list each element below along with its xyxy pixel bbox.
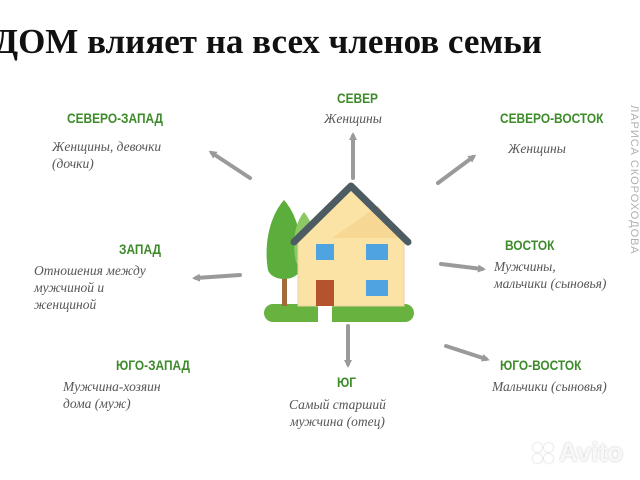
side-credit: ЛАРИСА СКОРОХОДОВА [628,105,640,255]
watermark-text: Avito [559,437,624,467]
avito-logo [533,442,555,463]
text-west: Отношения между мужчиной и женщиной [34,263,146,312]
avito-watermark: Avito [533,437,623,468]
label-southwest: ЮГО-ЗАПАД [116,357,191,373]
text-north: Женщины [324,111,382,126]
arrow-northwest [208,150,252,180]
window [366,280,388,296]
text-northeast: Женщины [508,141,566,156]
label-south: ЮГ [337,374,357,390]
label-north: СЕВЕР [337,90,378,106]
window [316,244,334,260]
house-wall [297,237,405,307]
page-title: ДОМ влияет на всех членов семьи [0,22,542,61]
grass [264,304,414,322]
roof [290,182,412,246]
arrow-northeast [436,154,477,185]
arrow-southeast [444,344,490,362]
door [316,280,334,306]
window [366,244,388,260]
label-east: ВОСТОК [505,237,555,253]
arrow-east [439,262,486,273]
label-southeast: ЮГО-ВОСТОК [500,357,582,373]
house-icon [264,182,414,322]
text-east: Мужчины, мальчики (сыновья) [494,259,607,291]
label-west: ЗАПАД [119,241,161,257]
arrow-west [192,273,242,282]
text-southeast: Мальчики (сыновья) [492,379,607,394]
label-northwest: СЕВЕРО-ЗАПАД [67,110,164,126]
text-southwest: Мужчина-хозяин дома (муж) [63,379,161,411]
label-northeast: СЕВЕРО-ВОСТОК [500,110,604,126]
text-northwest: Женщины, девочки (дочки) [52,139,162,171]
text-south: Самый старший мужчина (отец) [289,397,386,429]
